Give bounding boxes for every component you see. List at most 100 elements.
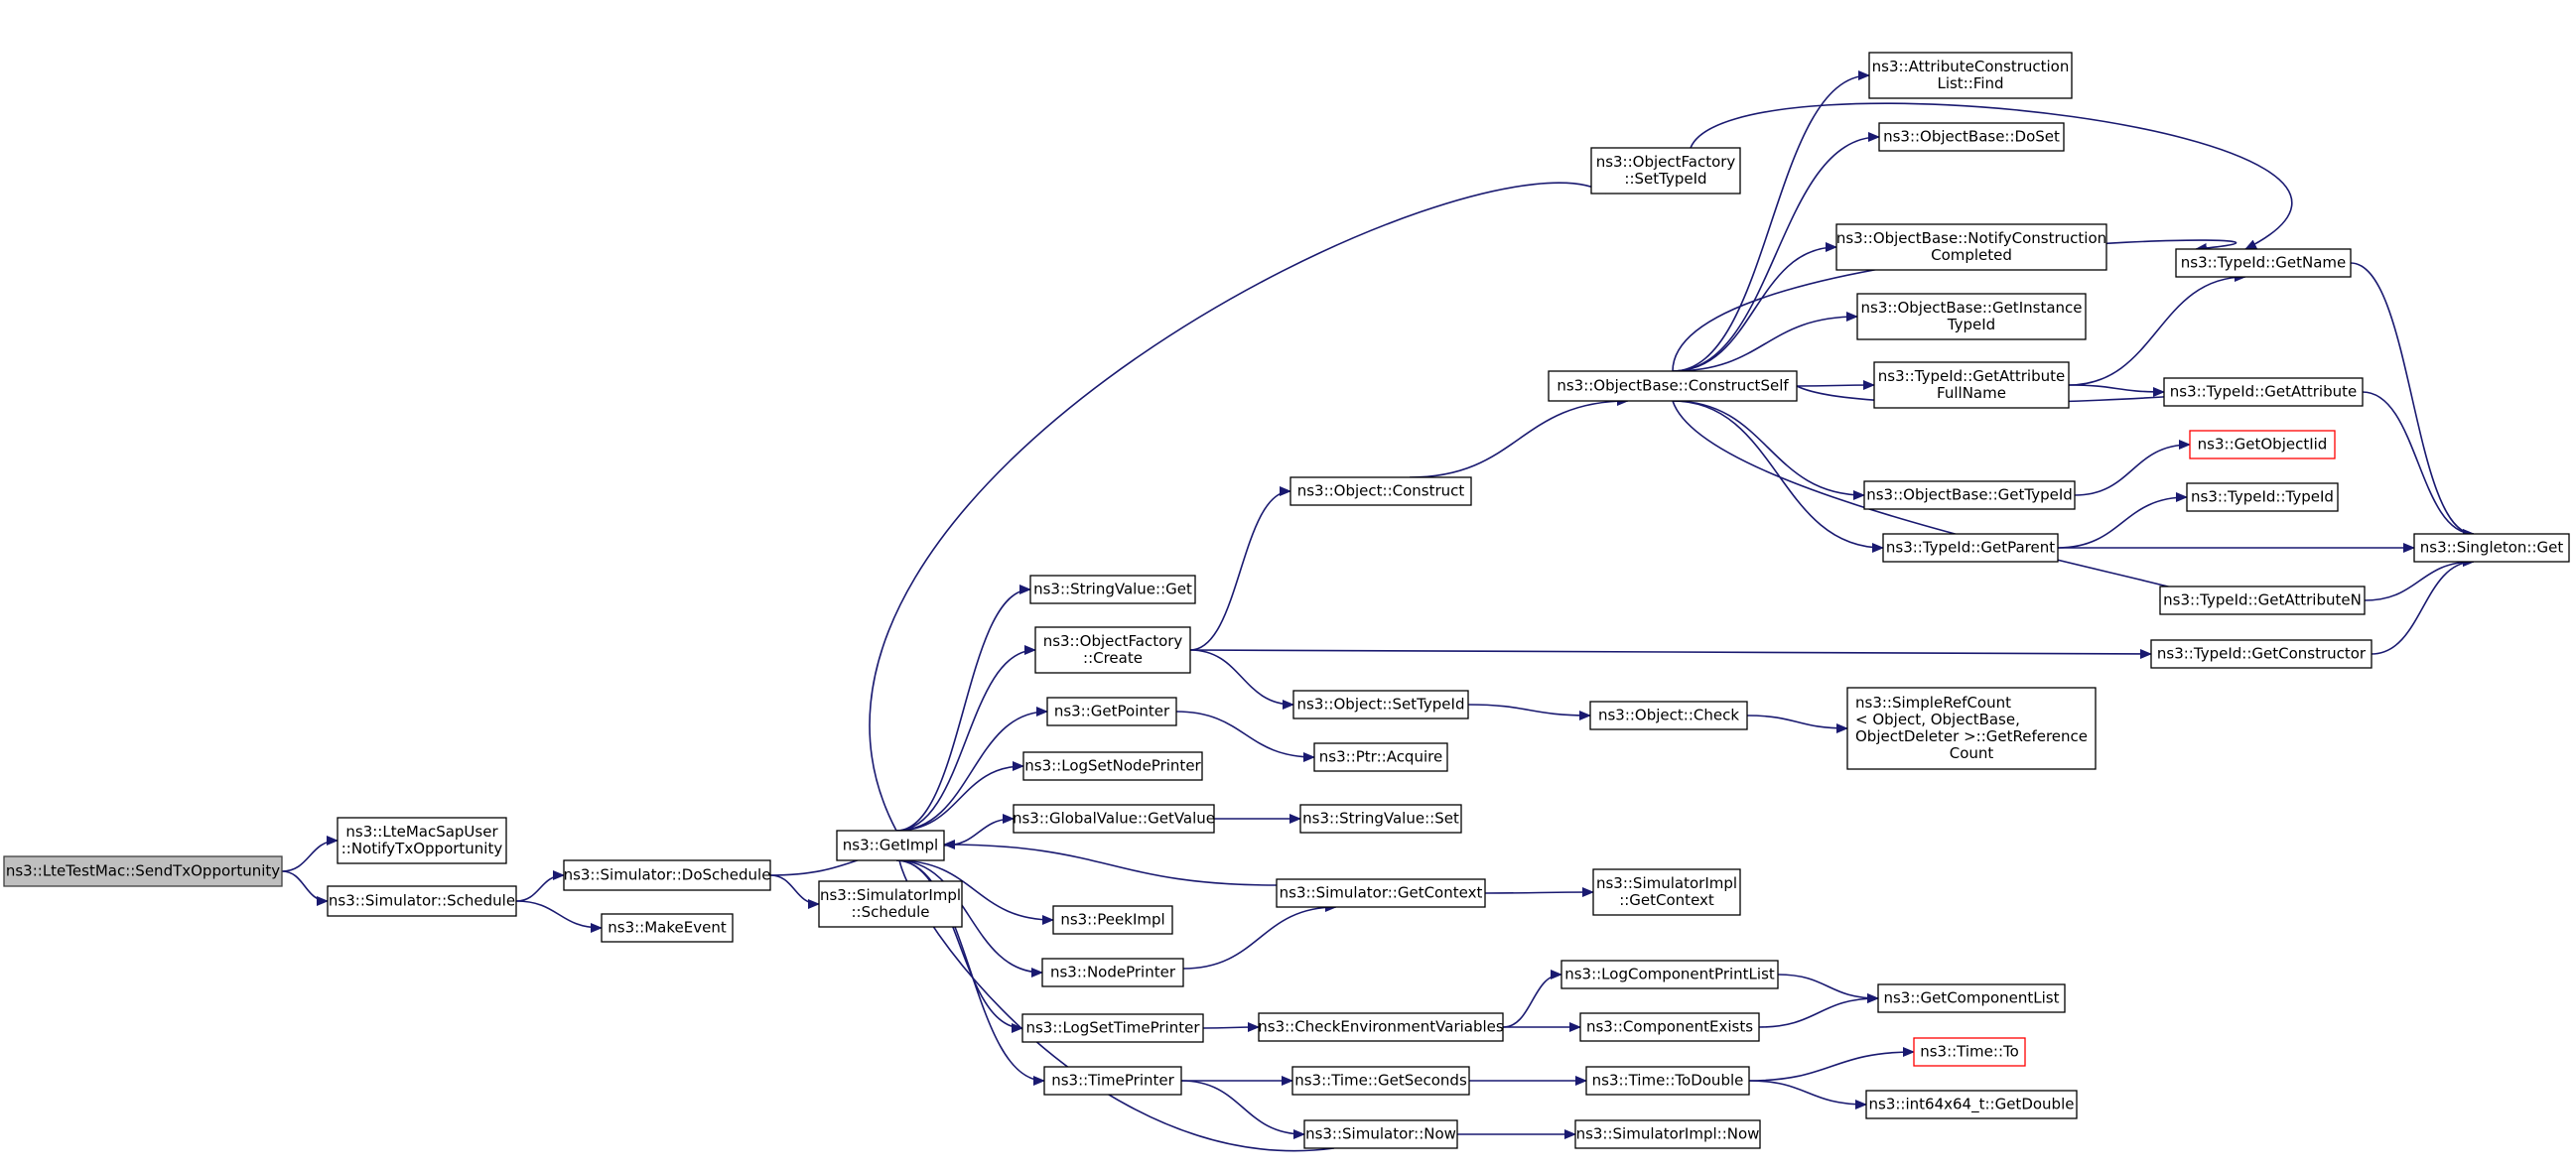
node-objconstruct[interactable]: ns3::Object::Construct (1289, 476, 1472, 506)
node-logcomp[interactable]: ns3::LogComponentPrintList (1560, 960, 1779, 989)
node-box (1835, 223, 2107, 271)
node-box (1303, 1119, 1458, 1149)
node-getparent[interactable]: ns3::TypeId::GetParent (1882, 533, 2059, 563)
node-box (818, 880, 963, 928)
node-nodeprinter[interactable]: ns3::NodePrinter (1041, 958, 1184, 987)
node-label-line: ns3::TimePrinter (1051, 1072, 1174, 1090)
node-box (2189, 430, 2336, 459)
node-ofcreate[interactable]: ns3::ObjectFactory::Create (1034, 626, 1191, 674)
node-simimpl-ctx[interactable]: ns3::SimulatorImpl::GetContext (1592, 868, 1741, 916)
node-todouble[interactable]: ns3::Time::ToDouble (1585, 1066, 1750, 1096)
node-getimpl[interactable]: ns3::GetImpl (836, 830, 945, 861)
node-singleton[interactable]: ns3::Singleton::Get (2413, 533, 2570, 563)
node-box (1289, 476, 1472, 506)
nodes-layer: ns3::LteTestMac::SendTxOpportunityns3::L… (3, 52, 2570, 1149)
node-getname[interactable]: ns3::TypeId::GetName (2175, 248, 2352, 278)
node-getattrn[interactable]: ns3::TypeId::GetAttributeN (2159, 586, 2366, 615)
node-getctor[interactable]: ns3::TypeId::GetConstructor (2150, 639, 2373, 669)
node-makeevent[interactable]: ns3::MakeEvent (601, 913, 734, 943)
node-label-line: ns3::LteTestMac::SendTxOpportunity (6, 862, 280, 880)
edge-ofcreate-to-getctor (1189, 648, 2152, 659)
node-box (1043, 1066, 1182, 1096)
node-box (1021, 1013, 1204, 1043)
node-label-line: ns3::StringValue::Set (1302, 810, 1459, 828)
node-peekimpl[interactable]: ns3::PeekImpl (1052, 905, 1173, 935)
node-getseconds[interactable]: ns3::Time::GetSeconds (1291, 1066, 1470, 1096)
node-ptracq[interactable]: ns3::Ptr::Acquire (1313, 742, 1448, 772)
node-ofsettype[interactable]: ns3::ObjectFactory::SetTypeId (1590, 147, 1741, 195)
edge-timeprinter-to-simnow (1180, 1080, 1305, 1139)
node-label-line: ns3::LteMacSapUser (345, 823, 498, 841)
node-box (1865, 1090, 2078, 1119)
node-box (1856, 293, 2087, 340)
node-strset[interactable]: ns3::StringValue::Set (1299, 804, 1462, 834)
node-box (601, 913, 734, 943)
node-getcomplist[interactable]: ns3::GetComponentList (1877, 983, 2066, 1013)
edge-objsettype-to-objcheck (1467, 704, 1591, 720)
node-sched[interactable]: ns3::Simulator::Schedule (327, 885, 517, 917)
node-box (1548, 370, 1798, 402)
edge-getimpl-to-peekimpl (895, 859, 1054, 925)
node-label-line: ns3::LogSetNodePrinter (1024, 757, 1201, 775)
node-box (1034, 626, 1191, 674)
node-label-line: ::Schedule (851, 903, 929, 921)
edge-compexists-to-getcomplist (1758, 993, 1879, 1028)
node-box (1579, 1012, 1760, 1042)
node-timeto[interactable]: ns3::Time::To (1913, 1037, 2026, 1067)
node-label-line: ns3::Simulator::GetContext (1280, 884, 1483, 902)
node-label-line: ns3::ObjectBase::GetInstance (1861, 299, 2083, 317)
edge-getimpl-to-lognode (895, 761, 1024, 832)
node-dosched[interactable]: ns3::Simulator::DoSchedule (563, 859, 771, 891)
node-objcheck[interactable]: ns3::Object::Check (1589, 701, 1748, 730)
node-label-line: TypeId (1947, 316, 1995, 333)
node-label-line: ns3::SimulatorImpl (1596, 874, 1737, 892)
node-notify[interactable]: ns3::LteMacSapUser::NotifyTxOpportunity (337, 817, 507, 864)
node-constructself[interactable]: ns3::ObjectBase::ConstructSelf (1548, 370, 1798, 402)
edge-logcomp-to-getcomplist (1777, 974, 1879, 1003)
node-box (836, 830, 945, 861)
node-objsettype[interactable]: ns3::Object::SetTypeId (1292, 690, 1469, 719)
node-label-line: Count (1950, 744, 1994, 762)
node-label-line: ns3::AttributeConstruction (1872, 58, 2070, 75)
node-simimpl-sched[interactable]: ns3::SimulatorImpl::Schedule (818, 880, 963, 928)
node-box (563, 859, 771, 891)
edge-getimpl-to-getpointer (895, 707, 1048, 832)
node-lognode[interactable]: ns3::LogSetNodePrinter (1022, 751, 1203, 781)
edge-simnow-to-getimpl (897, 845, 1335, 1152)
node-label-line: ns3::LogSetTimePrinter (1025, 1019, 1200, 1037)
edge-constructself-to-getattrfull (1796, 380, 1875, 391)
node-getattr[interactable]: ns3::TypeId::GetAttribute (2163, 377, 2364, 407)
node-strget[interactable]: ns3::StringValue::Get (1029, 575, 1196, 604)
edge-constructself-to-notifycc (1672, 242, 1837, 372)
edge-getparent-to-typeidctor (2057, 492, 2188, 549)
edge-todouble-to-int64 (1748, 1080, 1867, 1109)
node-getobjectiid[interactable]: ns3::GetObjectIid (2189, 430, 2336, 459)
node-box (2186, 482, 2339, 512)
node-timeprinter[interactable]: ns3::TimePrinter (1043, 1066, 1182, 1096)
node-label-line: ns3::TypeId::GetAttribute (2170, 383, 2357, 401)
node-label-line: FullName (1937, 384, 2006, 402)
node-notifycc[interactable]: ns3::ObjectBase::NotifyConstructionCompl… (1835, 223, 2107, 271)
edge-constructself-to-getinst (1672, 312, 1858, 372)
node-checkenv[interactable]: ns3::CheckEnvironmentVariables (1258, 1012, 1504, 1042)
node-logtime[interactable]: ns3::LogSetTimePrinter (1021, 1013, 1204, 1043)
node-box (1313, 742, 1448, 772)
node-doset[interactable]: ns3::ObjectBase::DoSet (1878, 122, 2065, 152)
node-gvget[interactable]: ns3::GlobalValue::GetValue (1013, 804, 1215, 834)
node-simplerefcount[interactable]: ns3::SimpleRefCount< Object, ObjectBase,… (1846, 687, 2097, 770)
node-int64[interactable]: ns3::int64x64_t::GetDouble (1865, 1090, 2078, 1119)
node-compexists[interactable]: ns3::ComponentExists (1579, 1012, 1760, 1042)
node-getcontext[interactable]: ns3::Simulator::GetContext (1276, 878, 1486, 908)
node-simimpl-now[interactable]: ns3::SimulatorImpl::Now (1574, 1119, 1761, 1149)
node-send[interactable]: ns3::LteTestMac::SendTxOpportunity (3, 855, 283, 887)
node-obgettypeid[interactable]: ns3::ObjectBase::GetTypeId (1863, 480, 2076, 510)
node-label-line: ::Create (1083, 649, 1143, 667)
node-box (1585, 1066, 1750, 1096)
node-getpointer[interactable]: ns3::GetPointer (1046, 697, 1177, 726)
node-simnow[interactable]: ns3::Simulator::Now (1303, 1119, 1458, 1149)
node-typeidctor[interactable]: ns3::TypeId::TypeId (2186, 482, 2339, 512)
